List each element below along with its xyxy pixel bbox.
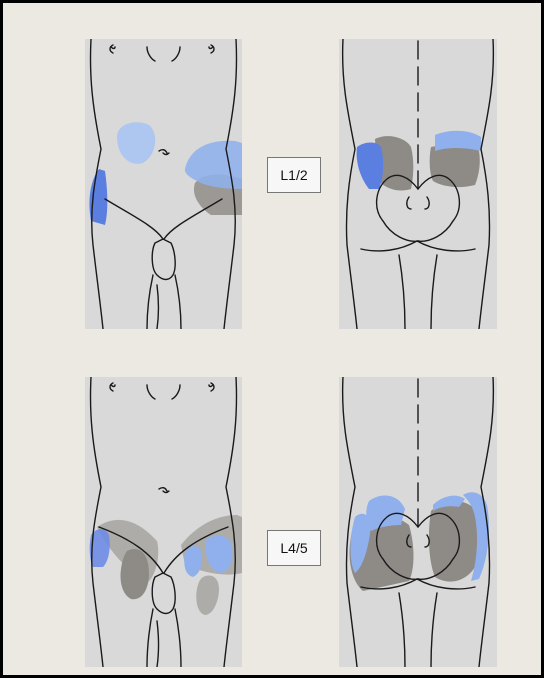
back-body-diagram bbox=[339, 39, 497, 329]
back-view-l4-5 bbox=[339, 377, 497, 667]
blue-zone-right-groin bbox=[184, 546, 201, 577]
grey-zone-right-buttock bbox=[430, 144, 480, 187]
blue-zone-upper-abdomen bbox=[117, 122, 155, 163]
grey-zone-right-thigh bbox=[196, 576, 219, 616]
front-body-diagram bbox=[85, 39, 242, 329]
grey-zone-left-thigh bbox=[120, 549, 149, 599]
back-view-l1-2 bbox=[339, 39, 497, 329]
level-label-l1-2: L1/2 bbox=[267, 157, 321, 193]
blue-zone-right-iliac bbox=[435, 131, 481, 151]
blue-zone-left-flank bbox=[357, 143, 384, 190]
level-label-l4-5: L4/5 bbox=[267, 530, 321, 566]
front-view-l1-2 bbox=[85, 39, 242, 329]
blue-zone-right-flank bbox=[185, 141, 242, 189]
back-body-diagram bbox=[339, 377, 497, 667]
front-body-diagram bbox=[85, 377, 242, 667]
front-view-l4-5 bbox=[85, 377, 242, 667]
